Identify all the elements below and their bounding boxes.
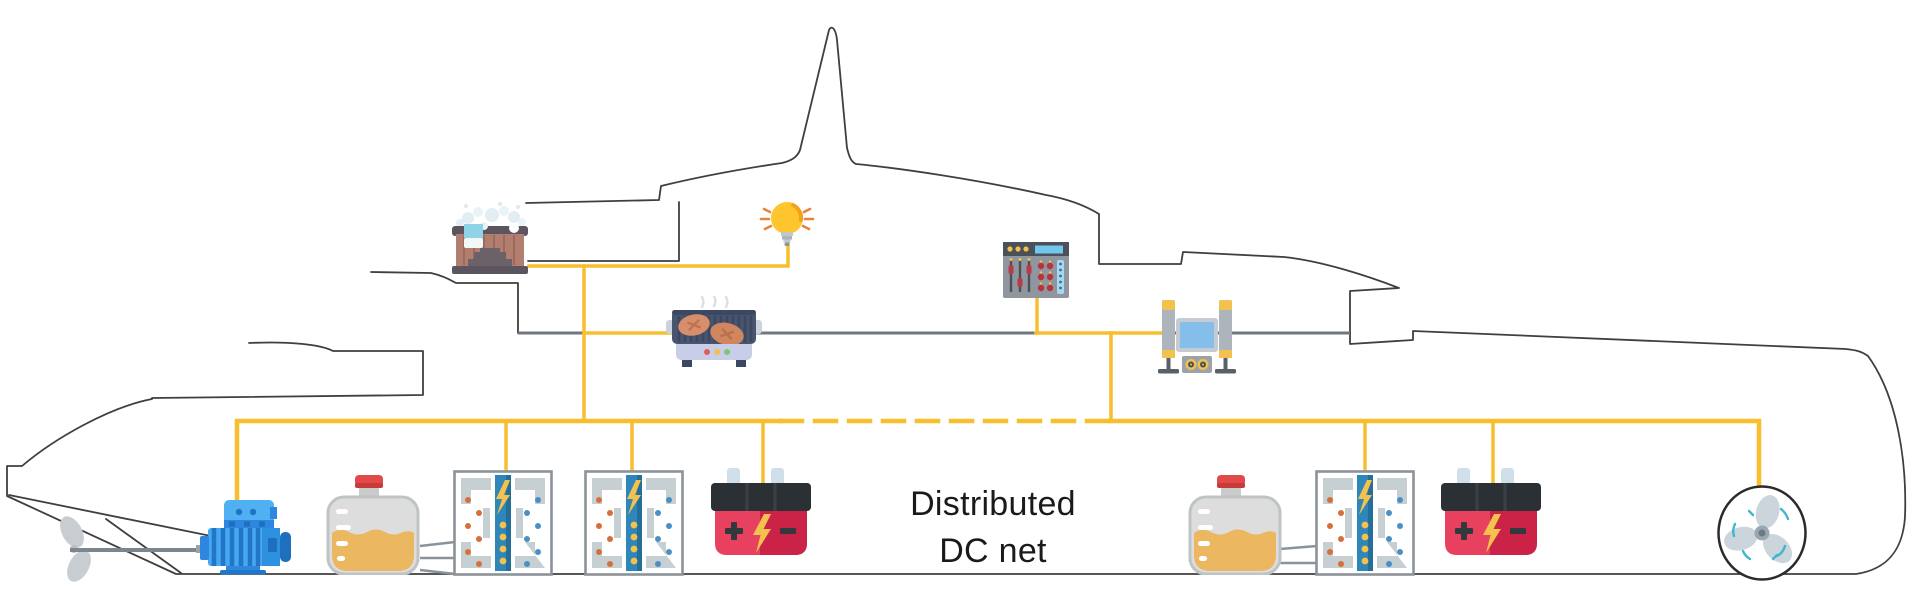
cabin-front-wall-path <box>527 201 680 262</box>
hull-outline <box>6 26 1907 575</box>
stern-chine-path <box>8 494 212 537</box>
fuel-cell-2-icon <box>584 470 684 576</box>
dc-net-label-line2: DC net <box>939 532 1047 570</box>
bus-bar-right <box>1107 418 1762 492</box>
main-deck-slab-path <box>370 271 1351 334</box>
dc-net-label-line1: Distributed <box>910 485 1076 523</box>
fuel-pipes <box>419 540 1318 576</box>
dc-net-label: Distributed DC net <box>843 481 1143 575</box>
stern-wedge-path <box>105 518 182 574</box>
wire-hot-tub-bulb <box>527 240 790 268</box>
bus-bar-left <box>234 418 784 505</box>
fuel-cell-1-icon <box>453 470 553 576</box>
bow-thruster-icon <box>1717 485 1807 581</box>
aft-overhang-path <box>151 341 424 399</box>
control-panel-icon <box>1003 242 1069 298</box>
hull-main-path <box>6 26 1907 575</box>
fuel-cell-3-icon <box>1315 470 1415 576</box>
dc-wires <box>234 240 1762 505</box>
